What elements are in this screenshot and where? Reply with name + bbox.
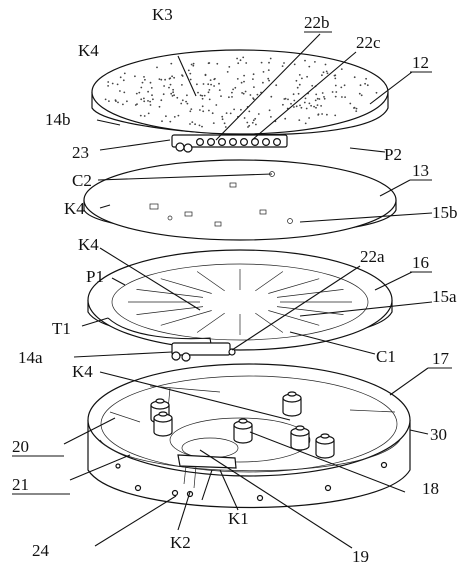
- label-K4-middle: K4: [64, 199, 85, 218]
- label-22b: 22b: [304, 13, 330, 32]
- label-16: 16: [412, 253, 429, 272]
- ring-plate-connector-strip: [171, 342, 236, 362]
- label-15b: 15b: [432, 203, 458, 222]
- middle-disc: [83, 159, 397, 241]
- label-14b: 14b: [45, 110, 71, 129]
- label-P1: P1: [86, 267, 104, 286]
- label-13: 13: [412, 161, 429, 180]
- top-plate-connector-strip: [171, 134, 288, 153]
- label-K1: K1: [228, 509, 249, 528]
- base-housing: [87, 363, 411, 509]
- label-K4-ring: K4: [78, 235, 99, 254]
- radial-slots: [128, 269, 352, 335]
- label-21: 21: [12, 475, 29, 494]
- leader-lines: [63, 33, 433, 549]
- label-19: 19: [352, 547, 369, 566]
- top-perforated-plate: [91, 49, 389, 136]
- label-24: 24: [32, 541, 50, 560]
- perforation-holes: [104, 56, 378, 128]
- label-22c: 22c: [356, 33, 381, 52]
- label-18: 18: [422, 479, 439, 498]
- label-15a: 15a: [432, 287, 457, 306]
- label-22a: 22a: [360, 247, 385, 266]
- label-12: 12: [412, 53, 429, 72]
- label-20: 20: [12, 437, 29, 456]
- label-K4-base: K4: [72, 362, 93, 381]
- label-K3: K3: [152, 5, 173, 24]
- label-K4-top: K4: [78, 41, 99, 60]
- support-posts: [150, 391, 335, 459]
- label-17: 17: [432, 349, 450, 368]
- label-23: 23: [72, 143, 89, 162]
- label-14a: 14a: [18, 348, 43, 367]
- ring-plate: [87, 249, 393, 351]
- label-P2: P2: [384, 145, 402, 164]
- label-C2: C2: [72, 171, 92, 190]
- label-30: 30: [430, 425, 447, 444]
- label-T1: T1: [52, 319, 71, 338]
- label-C1: C1: [376, 347, 396, 366]
- reference-labels: K3 22b K4 22c 12 14b 23 P2 C2 13 K4 15b …: [12, 5, 458, 566]
- label-K2: K2: [170, 533, 191, 552]
